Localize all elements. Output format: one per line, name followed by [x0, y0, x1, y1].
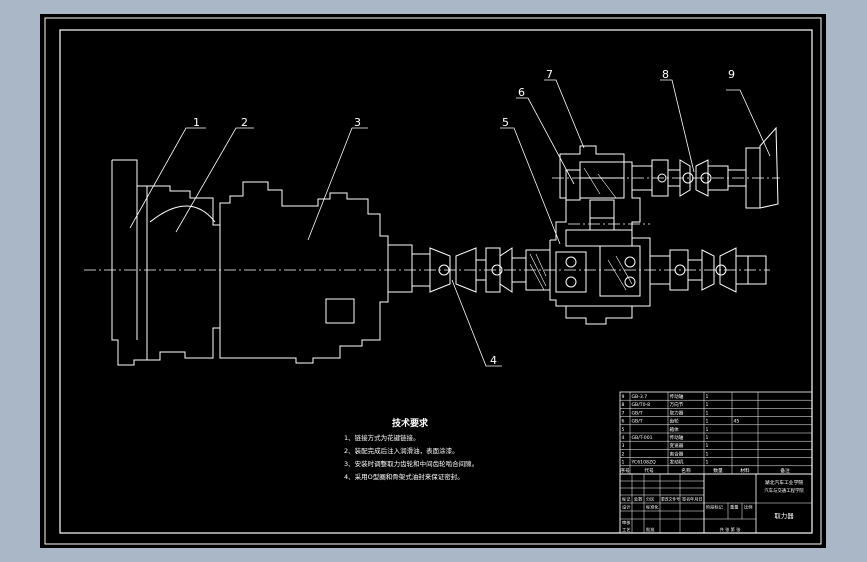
gearbox-outline	[219, 181, 413, 364]
part-label-5: 5	[502, 116, 509, 129]
driveshaft-lower	[411, 247, 551, 293]
tech-req-item: 3、安装时调整取力齿轮和中间齿轮啮合间隙。	[344, 459, 478, 468]
part-label-7: 7	[546, 68, 553, 81]
titleblock-date-label: 年月日	[690, 496, 703, 503]
bom-cell-qty: 1	[706, 451, 709, 457]
titleblock-scale-label: 比例	[744, 504, 752, 511]
technical-requirements: 技术要求 1、链接方式为花键链接。 2、装配完成后注入润滑油，表面涂漆。 3、安…	[344, 417, 478, 481]
part-label-3: 3	[354, 116, 361, 129]
part-label-4: 4	[490, 354, 497, 367]
titleblock-process-label: 工艺	[622, 527, 630, 532]
bom-cell-name: 取力器	[670, 409, 684, 416]
tech-req-title: 技术要求	[392, 417, 429, 429]
titleblock-change-label: 更改文件号	[661, 497, 680, 502]
part-label-8: 8	[662, 68, 669, 81]
bom-cell-no: 6	[622, 419, 625, 425]
bom-cell-code: GB/T-001	[632, 435, 653, 441]
bom-cell-name: 变速器	[670, 442, 684, 449]
bom-header-mat: 材料	[740, 467, 750, 474]
titleblock-frame	[619, 473, 813, 534]
titleblock-std-label: 标准化	[646, 504, 659, 511]
bom-header-note: 备注	[780, 467, 790, 474]
titleblock-sign-label: 签名	[682, 496, 690, 503]
bom-cell-code: GB-3.7	[632, 394, 648, 400]
clutch-housing-outline	[147, 185, 221, 361]
bom-cell-name: 传动轴	[670, 434, 684, 441]
bom-cell-no: 4	[622, 435, 625, 441]
bom-cell-no: 9	[622, 394, 625, 400]
bom-cell-qty: 1	[706, 427, 709, 433]
titleblock-school: 湖北汽车工业学院	[765, 479, 804, 486]
tech-req-item: 2、装配完成后注入润滑油，表面涂漆。	[344, 446, 459, 455]
bom-cell-qty: 1	[706, 419, 709, 425]
titleblock-approve-label: 批准	[646, 526, 654, 533]
bom-header-qty: 数量	[713, 467, 723, 474]
titleblock-design-label: 设计	[622, 504, 630, 511]
pto-output-upper	[631, 126, 779, 209]
part-label-9: 9	[728, 68, 735, 81]
bom-header-no: 序号	[620, 467, 630, 474]
bom-cell-name: 发动机	[670, 459, 684, 466]
part-label-6: 6	[518, 86, 525, 99]
pto-output-lower	[649, 247, 767, 293]
titleblock-sheet-label: 共 张 第 张	[720, 526, 742, 533]
bom-cell-qty: 1	[706, 410, 709, 416]
sheet-inner-border	[59, 29, 813, 534]
bom-cell-code: GB/T	[632, 419, 643, 425]
bom-header-name: 名称	[681, 467, 691, 474]
bom-cell-name: 齿轮	[670, 418, 680, 425]
bom-cell-code: GB/T0-8	[632, 402, 651, 408]
bom-cell-no: 2	[622, 451, 625, 457]
bom-cell-qty: 1	[706, 402, 709, 408]
engine-outline	[111, 159, 148, 366]
bom-cell-name: 传动轴	[670, 393, 684, 400]
titleblock-drawing-title: 取力器	[774, 511, 794, 520]
part-label-2: 2	[241, 116, 248, 129]
bom-cell-mat: 45	[734, 419, 740, 425]
titleblock-dept: 汽车与交通工程学院	[764, 487, 804, 494]
bom-cell-no: 7	[622, 410, 625, 416]
bom-cell-no: 1	[622, 460, 625, 466]
bom-cell-qty: 1	[706, 460, 709, 466]
bom-cell-code: YC6108ZQ	[631, 460, 657, 466]
title-block: 标记处数分区 更改文件号签名设计 标准化审核工艺 批准 年月日阶段标记重量比例共 张 第…	[619, 473, 813, 534]
center-lines	[84, 177, 780, 271]
pto-housing	[549, 145, 651, 325]
titleblock-stage-label: 阶段标记	[706, 504, 724, 511]
tech-req-item: 1、链接方式为花键链接。	[344, 433, 420, 442]
bom-header-code: 代号	[644, 467, 654, 474]
bom-cell-name: 箱体	[670, 426, 680, 433]
bom-cell-qty: 1	[706, 435, 709, 441]
drawing-sheet	[40, 14, 826, 548]
tech-req-item: 4、采用O型圈和骨架式油封来保证密封。	[344, 472, 464, 481]
titleblock-zone-label: 分区	[646, 496, 654, 503]
titleblock-weight-label: 重量	[730, 504, 738, 511]
bom-cell-name: 离合器	[670, 450, 684, 457]
part-number-labels: 1 2 3 4 5 6 7 8 9	[193, 68, 735, 367]
titleblock-count-label: 处数	[634, 496, 643, 503]
leader-lines	[129, 79, 771, 367]
bom-cell-qty: 1	[706, 394, 709, 400]
sheet-outer-border	[44, 17, 822, 545]
titleblock-review-label: 审核	[622, 519, 631, 526]
part-label-1: 1	[193, 116, 200, 129]
bom-cell-no: 8	[622, 402, 625, 408]
titleblock-mark-label: 标记	[622, 496, 631, 503]
bom-cell-name: 万向节	[670, 401, 684, 408]
bom-cell-no: 5	[622, 427, 625, 433]
bom-cell-qty: 1	[706, 443, 709, 449]
bom-cell-code: GB/T	[632, 410, 643, 416]
bom-cell-no: 3	[622, 443, 625, 449]
